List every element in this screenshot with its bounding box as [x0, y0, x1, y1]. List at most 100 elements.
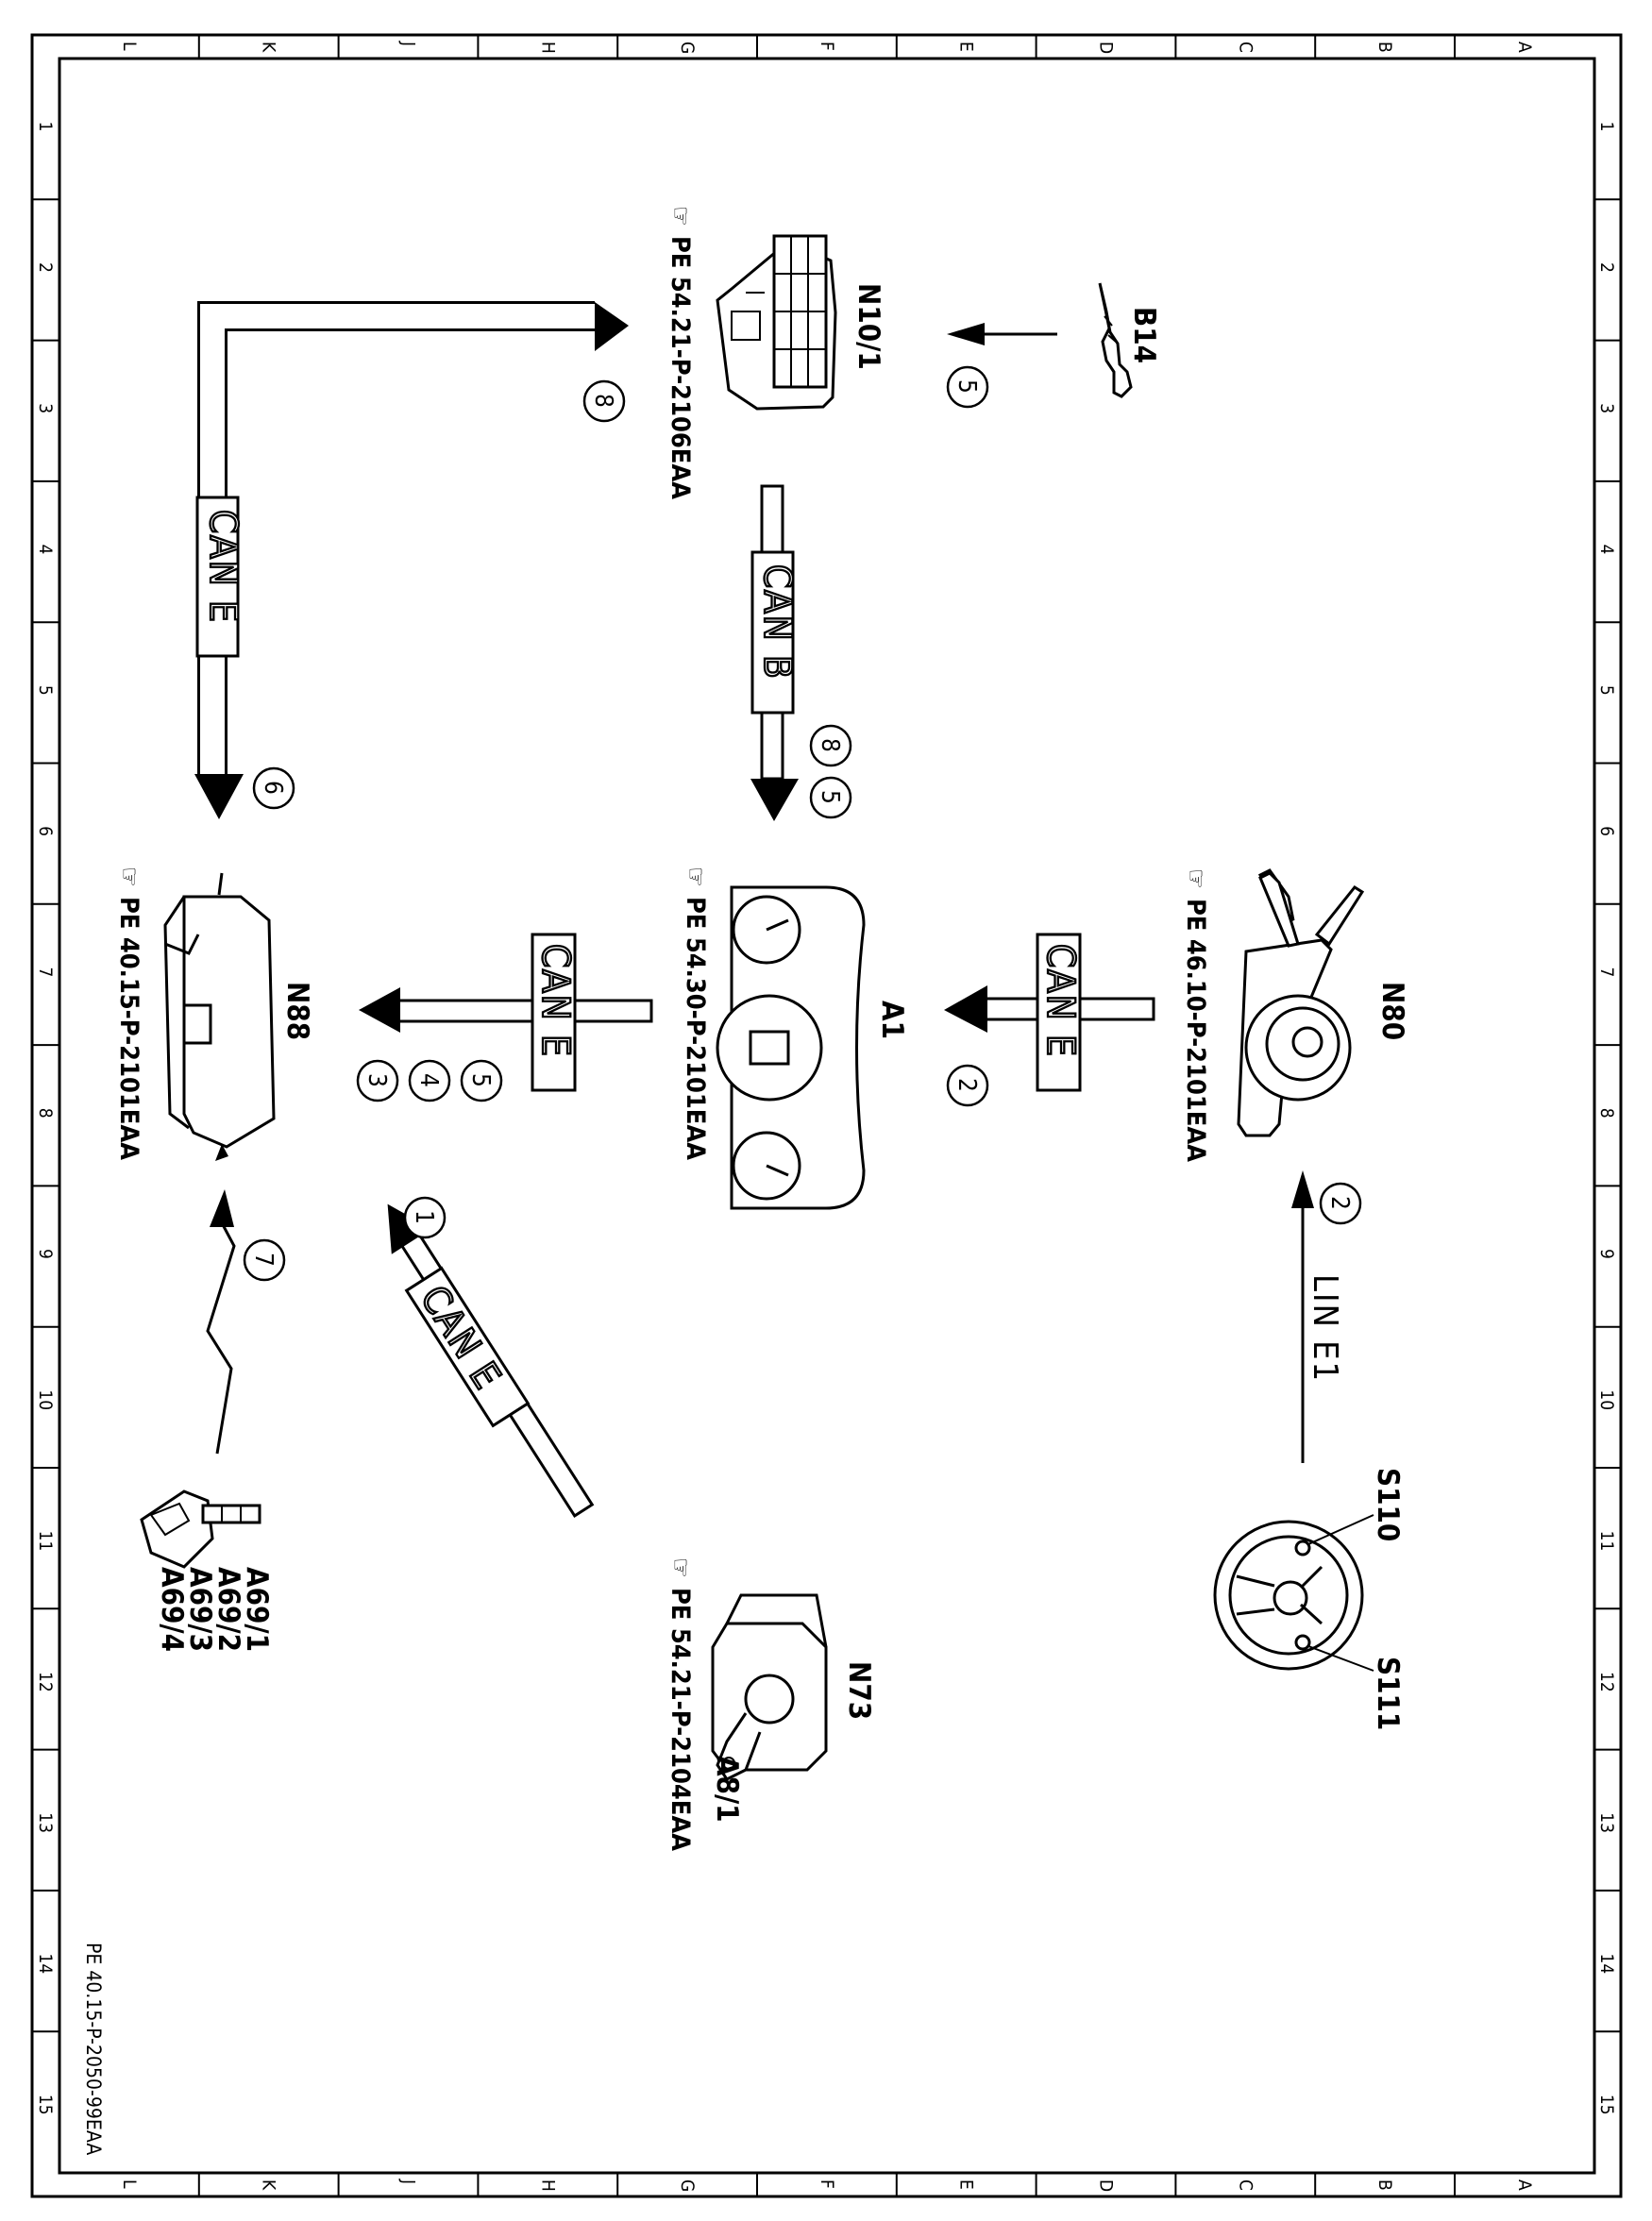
step-number-can-e-left: 6: [252, 766, 295, 810]
frame-row-number: 9: [35, 1249, 56, 1259]
n10-1-reference: ☞ PE 54.21-P-2106EAA: [666, 206, 695, 499]
n80-label: N80: [1375, 982, 1409, 1040]
svg-text:6: 6: [259, 781, 287, 795]
tire-pressure-sensor-icon: [140, 1489, 261, 1569]
n73-label: N73: [842, 1661, 876, 1720]
n10-1-module-icon: [716, 234, 837, 411]
frame-column-letter: E: [956, 42, 977, 52]
frame-row-number: 14: [35, 1954, 56, 1975]
frame-column-letter: G: [677, 42, 698, 54]
svg-text:A69/4: A69/4: [155, 1567, 189, 1652]
step-number-b14-to-n10: 5: [946, 365, 989, 409]
n80-reference: ☞ PE 46.10-P-2101EAA: [1181, 868, 1210, 1162]
b14-label: B14: [1127, 307, 1161, 363]
frame-column-letter: A: [1514, 42, 1535, 53]
svg-text:A69/2: A69/2: [211, 1567, 245, 1652]
can-e-n80-a1-label: CAN E: [1038, 944, 1082, 1058]
frame-row-number: 2: [35, 262, 56, 273]
frame-row-number: 13: [35, 1812, 56, 1833]
s110-label: S110: [1371, 1468, 1405, 1541]
b14-to-n10-arrow: [947, 323, 1057, 345]
frame-row-number: 6: [1596, 826, 1617, 836]
frame-column-letter: D: [1096, 2179, 1117, 2192]
frame-row-number: 1: [35, 122, 56, 132]
a1-instrument-cluster-icon: [716, 885, 866, 1210]
frame-row-number: 4: [1596, 545, 1617, 555]
arrow-head-to-a1: [750, 779, 799, 821]
svg-text:2: 2: [1325, 1196, 1354, 1210]
frame-column-letter: K: [259, 42, 279, 53]
frame-row-number: 11: [1596, 1531, 1617, 1552]
n88-label: N88: [280, 982, 314, 1040]
step-number-radio: 7: [243, 1238, 286, 1282]
step-number-n10-corner: 8: [582, 379, 626, 423]
frame-column-letter: C: [1235, 2179, 1256, 2191]
n88-reference: ☞ PE 40.15-P-2101EAA: [114, 867, 143, 1160]
arrow-head-to-n10: [595, 302, 629, 351]
svg-text:5: 5: [816, 790, 844, 804]
s111-label: S111: [1371, 1657, 1405, 1730]
frame-row-number: 13: [1596, 1812, 1617, 1833]
lin-e1-label: LIN E1: [1306, 1274, 1344, 1383]
frame-column-letter: L: [119, 2179, 140, 2189]
a1-reference: ☞ PE 54.30-P-2101EAA: [681, 867, 710, 1160]
reference-pointer-icon: ☞: [666, 1557, 695, 1578]
frame-column-letter: H: [537, 42, 558, 54]
svg-text:1: 1: [410, 1210, 438, 1224]
can-e-left-label: CAN E: [201, 510, 244, 624]
frame-column-letter: E: [956, 2179, 977, 2190]
can-b-connection: CAN B: [750, 484, 800, 821]
frame-column-letter: A: [1514, 2179, 1535, 2191]
can-e-a1-n88-label: CAN E: [533, 944, 577, 1058]
svg-text:PE 40.15-P-2101EAA: PE 40.15-P-2101EAA: [114, 897, 143, 1160]
radio-link: [206, 1189, 236, 1455]
svg-text:8: 8: [816, 738, 844, 752]
svg-text:PE 46.10-P-2101EAA: PE 46.10-P-2101EAA: [1181, 899, 1210, 1162]
frame-column-letter: B: [1374, 2179, 1395, 2191]
n10-1-label: N10/1: [851, 283, 885, 370]
step-number-n80-a1: 2: [946, 1064, 989, 1107]
n88-tire-pressure-module-icon: [163, 872, 276, 1161]
n73-ignition-switch-icon: [711, 1593, 828, 1781]
frame-row-number: 7: [1596, 967, 1617, 977]
frame-row-number: 11: [35, 1531, 56, 1552]
svg-text:5: 5: [952, 379, 981, 394]
frame-row-number: 8: [1596, 1108, 1617, 1119]
svg-text:A69/3: A69/3: [183, 1567, 217, 1652]
reference-pointer-icon: ☞: [114, 867, 143, 887]
frame-row-number: 15: [35, 2095, 56, 2115]
frame-column-letter: B: [1374, 42, 1395, 53]
can-e-diagonal-connection: CAN E: [387, 1203, 595, 1518]
svg-text:2: 2: [952, 1078, 981, 1092]
frame-row-number: 5: [1596, 685, 1617, 696]
b14-temperature-sensor-icon: [1098, 282, 1133, 398]
step-number-can-b-b: 5: [809, 776, 852, 819]
frame-row-number: 3: [35, 403, 56, 413]
a8-1-label: A8/1: [710, 1756, 744, 1823]
svg-text:4: 4: [414, 1073, 443, 1087]
frame-row-number: 14: [1596, 1954, 1617, 1975]
frame-row-number: 12: [35, 1672, 56, 1692]
reference-pointer-icon: ☞: [1181, 868, 1210, 889]
step-number-can-b-a: 8: [809, 724, 852, 767]
frame-row-number: 6: [35, 826, 56, 836]
steering-wheel-icon: [1213, 1514, 1374, 1672]
svg-text:A69/1: A69/1: [240, 1567, 274, 1652]
can-e-a1-n88-connection: CAN E: [359, 933, 653, 1092]
frame-row-number: 2: [1596, 262, 1617, 273]
frame-row-number: 15: [1596, 2095, 1617, 2115]
arrow-head-n80-to-a1: [944, 985, 987, 1033]
svg-text:7: 7: [249, 1253, 278, 1267]
frame-row-number: 4: [35, 545, 56, 555]
can-e-left-connection: CAN E: [194, 301, 629, 819]
arrow-head-a1-to-n88: [359, 987, 400, 1033]
arrow-head-to-n88: [194, 774, 244, 819]
step-number-a1-n88-b: 4: [408, 1059, 451, 1102]
frame-column-letter: F: [817, 42, 837, 51]
svg-text:PE 54.30-P-2101EAA: PE 54.30-P-2101EAA: [681, 897, 710, 1160]
frame-column-letter: C: [1235, 42, 1256, 53]
frame-column-letter: K: [259, 2179, 279, 2191]
